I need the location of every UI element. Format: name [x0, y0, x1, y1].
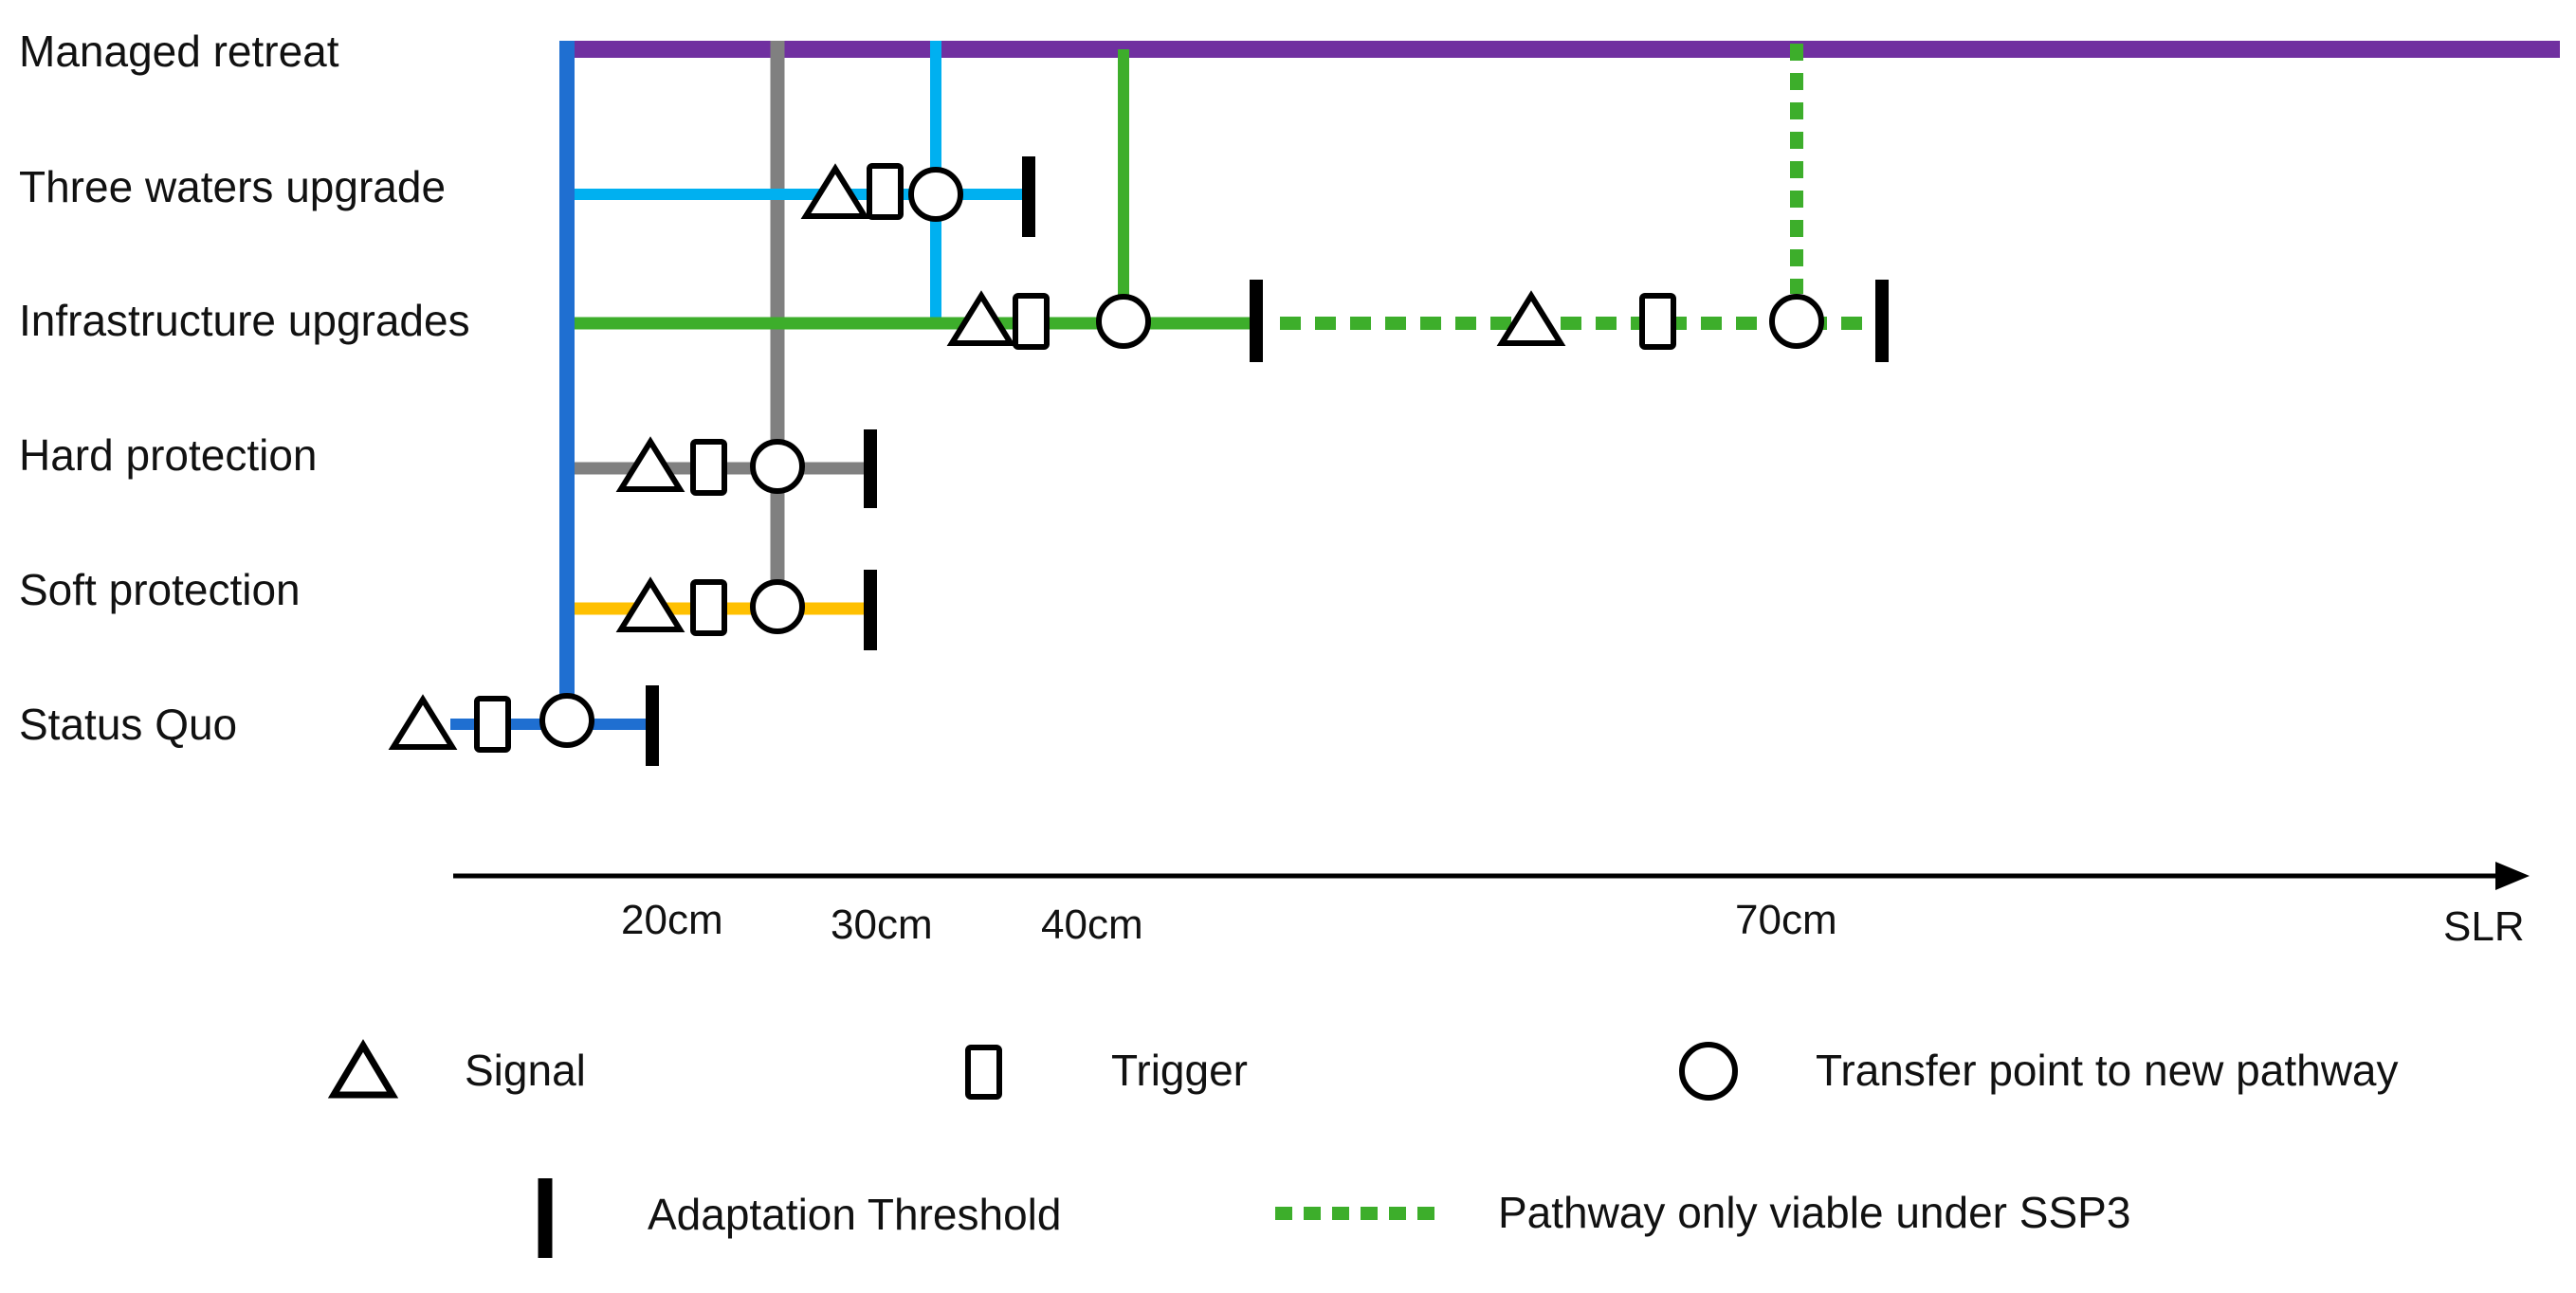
- transfer-circle-icon: [539, 693, 594, 748]
- signal-triangle-icon: [946, 290, 1016, 346]
- signal-triangle-icon: [615, 436, 685, 492]
- legend-transfer-label: Transfer point to new pathway: [1816, 1046, 2399, 1095]
- transfer-circle-icon: [750, 579, 805, 634]
- transfer-circle-icon: [1769, 294, 1824, 349]
- transfer-circle-icon: [750, 439, 805, 494]
- tick-label: 40cm: [1041, 901, 1143, 948]
- trigger-rectangle-icon: [690, 439, 727, 496]
- signal-triangle-icon: [800, 163, 870, 219]
- legend-transfer-icon: [1679, 1042, 1738, 1101]
- legend-trigger-label: Trigger: [1111, 1046, 1248, 1095]
- legend-ssp3-label: Pathway only viable under SSP3: [1498, 1188, 2130, 1237]
- row-label-hard-protection: Hard protection: [19, 430, 318, 480]
- transfer-circle-icon: [908, 167, 963, 222]
- trigger-rectangle-icon: [1639, 293, 1676, 350]
- legend-signal-icon: [327, 1039, 399, 1099]
- x-axis-arrow-icon: [2495, 862, 2530, 890]
- trigger-rectangle-icon: [474, 696, 511, 753]
- tick-label: 30cm: [831, 901, 933, 948]
- axis-label: SLR: [2443, 903, 2525, 950]
- trigger-rectangle-icon: [867, 163, 904, 220]
- tick-label: 20cm: [621, 897, 723, 943]
- signal-triangle-icon: [615, 576, 685, 632]
- legend-trigger-icon: [965, 1045, 1002, 1100]
- row-label-infrastructure-upgrades: Infrastructure upgrades: [19, 296, 470, 345]
- trigger-rectangle-icon: [1013, 293, 1050, 350]
- signal-triangle-icon: [388, 694, 458, 750]
- row-label-managed-retreat: Managed retreat: [19, 27, 339, 76]
- legend-threshold-label: Adaptation Threshold: [648, 1190, 1061, 1239]
- signal-triangle-icon: [1496, 290, 1566, 346]
- legend-signal-label: Signal: [465, 1046, 586, 1095]
- tick-label: 70cm: [1735, 897, 1837, 943]
- row-label-soft-protection: Soft protection: [19, 565, 301, 614]
- row-label-three-waters-upgrade: Three waters upgrade: [19, 162, 446, 211]
- row-label-status-quo: Status Quo: [19, 700, 237, 749]
- trigger-rectangle-icon: [690, 579, 727, 636]
- transfer-circle-icon: [1096, 294, 1151, 349]
